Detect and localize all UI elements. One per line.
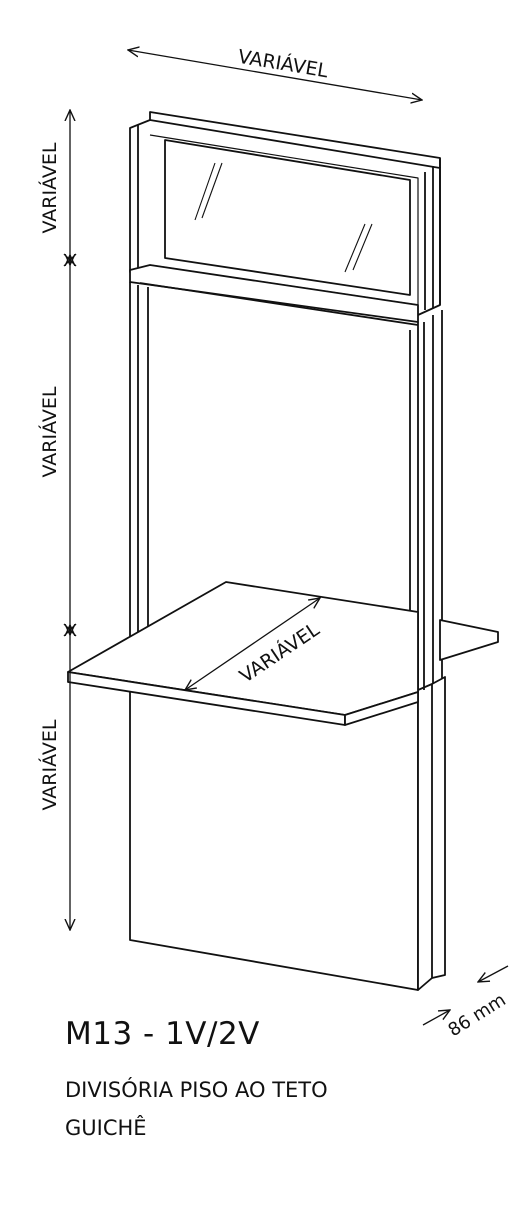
counter-depth-dimension-line <box>185 598 320 690</box>
glass-reflection-3 <box>344 223 366 273</box>
model-code: M13 - 1V/2V <box>65 1016 260 1052</box>
glass-reflection-2 <box>201 162 223 219</box>
height-top-label: VARIÁVEL <box>38 142 61 233</box>
thickness-arrow-right <box>478 965 509 982</box>
right-posts <box>423 310 443 690</box>
dimension-lines <box>70 50 509 1026</box>
lower-solid-panel <box>129 676 446 991</box>
top-width-dimension-line <box>128 50 422 100</box>
height-bottom-label: VARIÁVEL <box>38 719 61 810</box>
thickness-label: 86 mm <box>445 990 510 1042</box>
glass-reflection-4 <box>352 223 373 271</box>
middle-open-frame <box>129 264 419 690</box>
upper-glass-frame <box>129 111 441 316</box>
description-line-2: GUICHÊ <box>65 1116 147 1140</box>
dimension-ticks <box>63 253 77 637</box>
glass-reflection-1 <box>194 162 216 221</box>
thickness-arrow-left <box>422 1010 450 1026</box>
description-line-1: DIVISÓRIA PISO AO TETO <box>65 1078 328 1102</box>
height-middle-label: VARIÁVEL <box>38 386 61 477</box>
